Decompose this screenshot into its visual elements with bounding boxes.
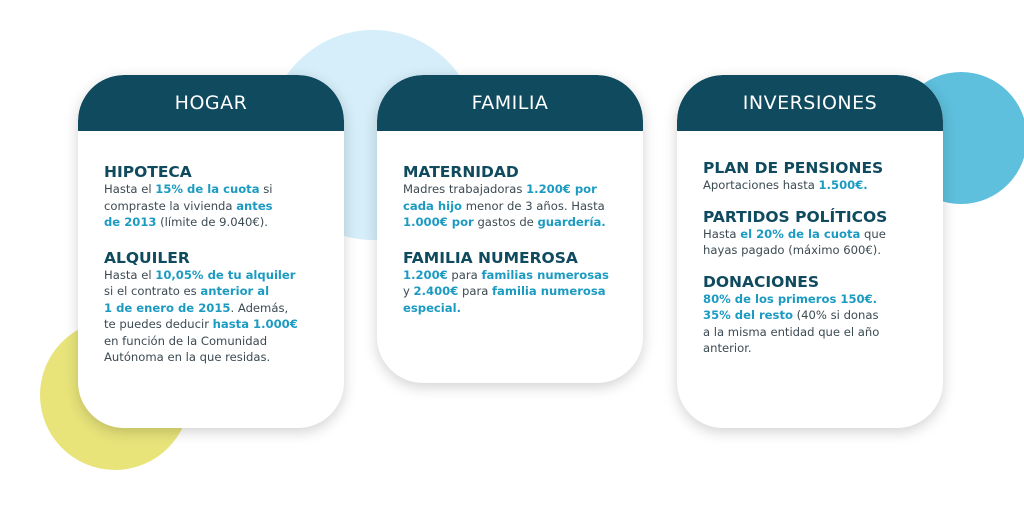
section-heading: ALQUILER — [104, 248, 190, 267]
card-title: FAMILIA — [377, 75, 643, 131]
text-line: anterior. — [703, 340, 929, 357]
section-heading: PARTIDOS POLÍTICOS — [703, 207, 888, 226]
highlight-text: el 20% de la cuota — [740, 226, 861, 241]
highlight-text: 10,05% de tu alquiler — [155, 267, 296, 282]
text-line: te puedes deducir hasta 1.000€ — [104, 316, 330, 333]
body-text: Hasta el — [104, 267, 156, 282]
body-text: para — [458, 284, 493, 298]
highlight-text: 1.200€ — [403, 267, 448, 282]
highlight-text: especial. — [403, 300, 461, 315]
body-text: . Además, — [230, 300, 289, 315]
highlight-text: familias numerosas — [481, 267, 609, 282]
highlight-text: cada hijo — [403, 198, 463, 213]
text-line: 80% de los primeros 150€. — [703, 291, 929, 308]
text-line: 1.200€ para familias numerosas — [403, 267, 629, 284]
highlight-text: de 2013 — [104, 215, 157, 229]
body-text: para — [447, 267, 482, 282]
body-text: (límite de 9.040€). — [156, 215, 268, 229]
section-heading: MATERNIDAD — [403, 163, 519, 181]
highlight-text: hasta 1.000€ — [212, 317, 298, 331]
highlight-text: 80% de los primeros 150€. — [703, 291, 878, 306]
text-line: 1.000€ por gastos de guardería. — [403, 214, 629, 231]
body-text: a la misma entidad que el año — [703, 324, 880, 339]
highlight-text: 15% de la cuota — [155, 182, 260, 196]
highlight-text: 35% del resto — [703, 308, 793, 322]
text-line: Aportaciones hasta 1.500€. — [703, 177, 929, 194]
text-line: Hasta el 20% de la cuota que — [703, 226, 929, 243]
text-line: 1 de enero de 2015. Además, — [104, 300, 330, 317]
body-text: menor de 3 años. Hasta — [462, 198, 605, 213]
card-title: HOGAR — [78, 75, 344, 131]
highlight-text: familia numerosa — [492, 284, 606, 298]
body-text: si — [259, 182, 273, 196]
card-title: INVERSIONES — [677, 75, 943, 131]
highlight-text: guardería. — [537, 215, 606, 229]
text-line: hayas pagado (máximo 600€). — [703, 242, 929, 259]
highlight-text: 2.400€ — [413, 284, 459, 298]
highlight-text: 1 de enero de 2015 — [104, 300, 231, 315]
body-text: compraste la vivienda — [104, 198, 237, 213]
body-text: anterior. — [703, 341, 752, 355]
highlight-text: 1.200€ por — [526, 182, 597, 196]
text-line: y 2.400€ para familia numerosa — [403, 283, 629, 300]
highlight-text: 1.000€ por — [403, 215, 474, 229]
body-text: si el contrato es — [104, 284, 201, 298]
highlight-text: anterior al — [200, 284, 270, 298]
text-line: en función de la Comunidad — [104, 333, 330, 350]
section-heading: FAMILIA NUMEROSA — [403, 248, 578, 267]
section-heading: PLAN DE PENSIONES — [703, 159, 884, 177]
body-text: Autónoma en la que residas. — [104, 350, 271, 364]
text-line: si el contrato es anterior al — [104, 283, 330, 300]
body-text: Aportaciones hasta — [703, 178, 819, 192]
body-text: en función de la Comunidad — [104, 333, 268, 348]
body-text: (40% si donas — [792, 308, 879, 322]
body-text: que — [860, 226, 886, 241]
body-text: y — [403, 284, 414, 298]
text-line: Hasta el 10,05% de tu alquiler — [104, 267, 330, 284]
highlight-text: antes — [236, 198, 273, 213]
text-line: compraste la vivienda antes — [104, 198, 330, 215]
text-line: cada hijo menor de 3 años. Hasta — [403, 198, 629, 215]
text-line: Autónoma en la que residas. — [104, 349, 330, 366]
text-line: Madres trabajadoras 1.200€ por — [403, 181, 629, 198]
body-text: Hasta — [703, 226, 741, 241]
body-text: Madres trabajadoras — [403, 182, 527, 196]
text-line: de 2013 (límite de 9.040€). — [104, 214, 330, 231]
section-heading: DONACIONES — [703, 272, 820, 291]
text-line: 35% del resto (40% si donas — [703, 307, 929, 324]
body-text: Hasta el — [104, 182, 156, 196]
body-text: hayas pagado (máximo 600€). — [703, 243, 881, 257]
text-line: Hasta el 15% de la cuota si — [104, 181, 330, 198]
body-text: te puedes deducir — [104, 317, 213, 331]
text-line: a la misma entidad que el año — [703, 324, 929, 341]
highlight-text: 1.500€. — [818, 178, 868, 192]
body-text: gastos de — [473, 215, 538, 229]
section-heading: HIPOTECA — [104, 163, 192, 181]
text-line: especial. — [403, 300, 629, 317]
